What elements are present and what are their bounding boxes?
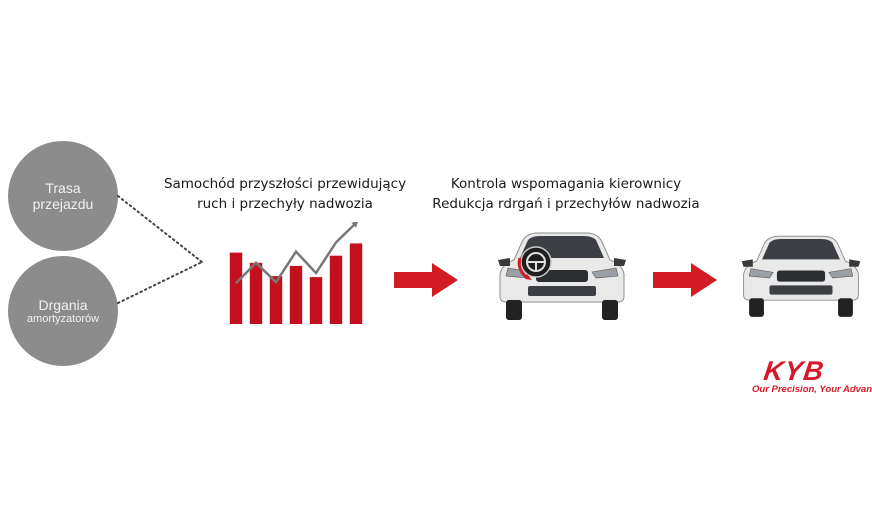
- prediction-caption: Samochód przyszłości przewidujący ruch i…: [155, 174, 415, 214]
- chart-bar: [250, 263, 262, 324]
- chart-bar: [310, 277, 322, 324]
- car-steering-illustration: [494, 230, 630, 324]
- arrow-right-icon: [392, 262, 462, 298]
- car-illustration: [738, 230, 864, 324]
- connector-vibration: [118, 262, 202, 303]
- car-icon: [742, 236, 861, 317]
- arrow-right-icon: [651, 262, 721, 298]
- chart-bar: [290, 266, 302, 324]
- prediction-caption-line-2: ruch i przechyły nadwozia: [155, 194, 415, 214]
- car-icon: [498, 233, 626, 320]
- chart-bar: [330, 256, 342, 324]
- control-caption-line-1: Kontrola wspomagania kierownicy: [418, 174, 714, 194]
- chart-bar: [350, 243, 362, 324]
- kyb-logo: KYB: [762, 356, 826, 387]
- chart-bar: [230, 253, 242, 324]
- prediction-chart: [226, 222, 366, 324]
- prediction-caption-line-1: Samochód przyszłości przewidujący: [155, 174, 415, 194]
- control-caption-line-2: Redukcja rdrgań i przechyłów nadwozia: [418, 194, 714, 214]
- kyb-tagline: Our Precision, Your Advantage: [752, 384, 872, 395]
- control-caption: Kontrola wspomagania kierownicy Redukcja…: [418, 174, 714, 214]
